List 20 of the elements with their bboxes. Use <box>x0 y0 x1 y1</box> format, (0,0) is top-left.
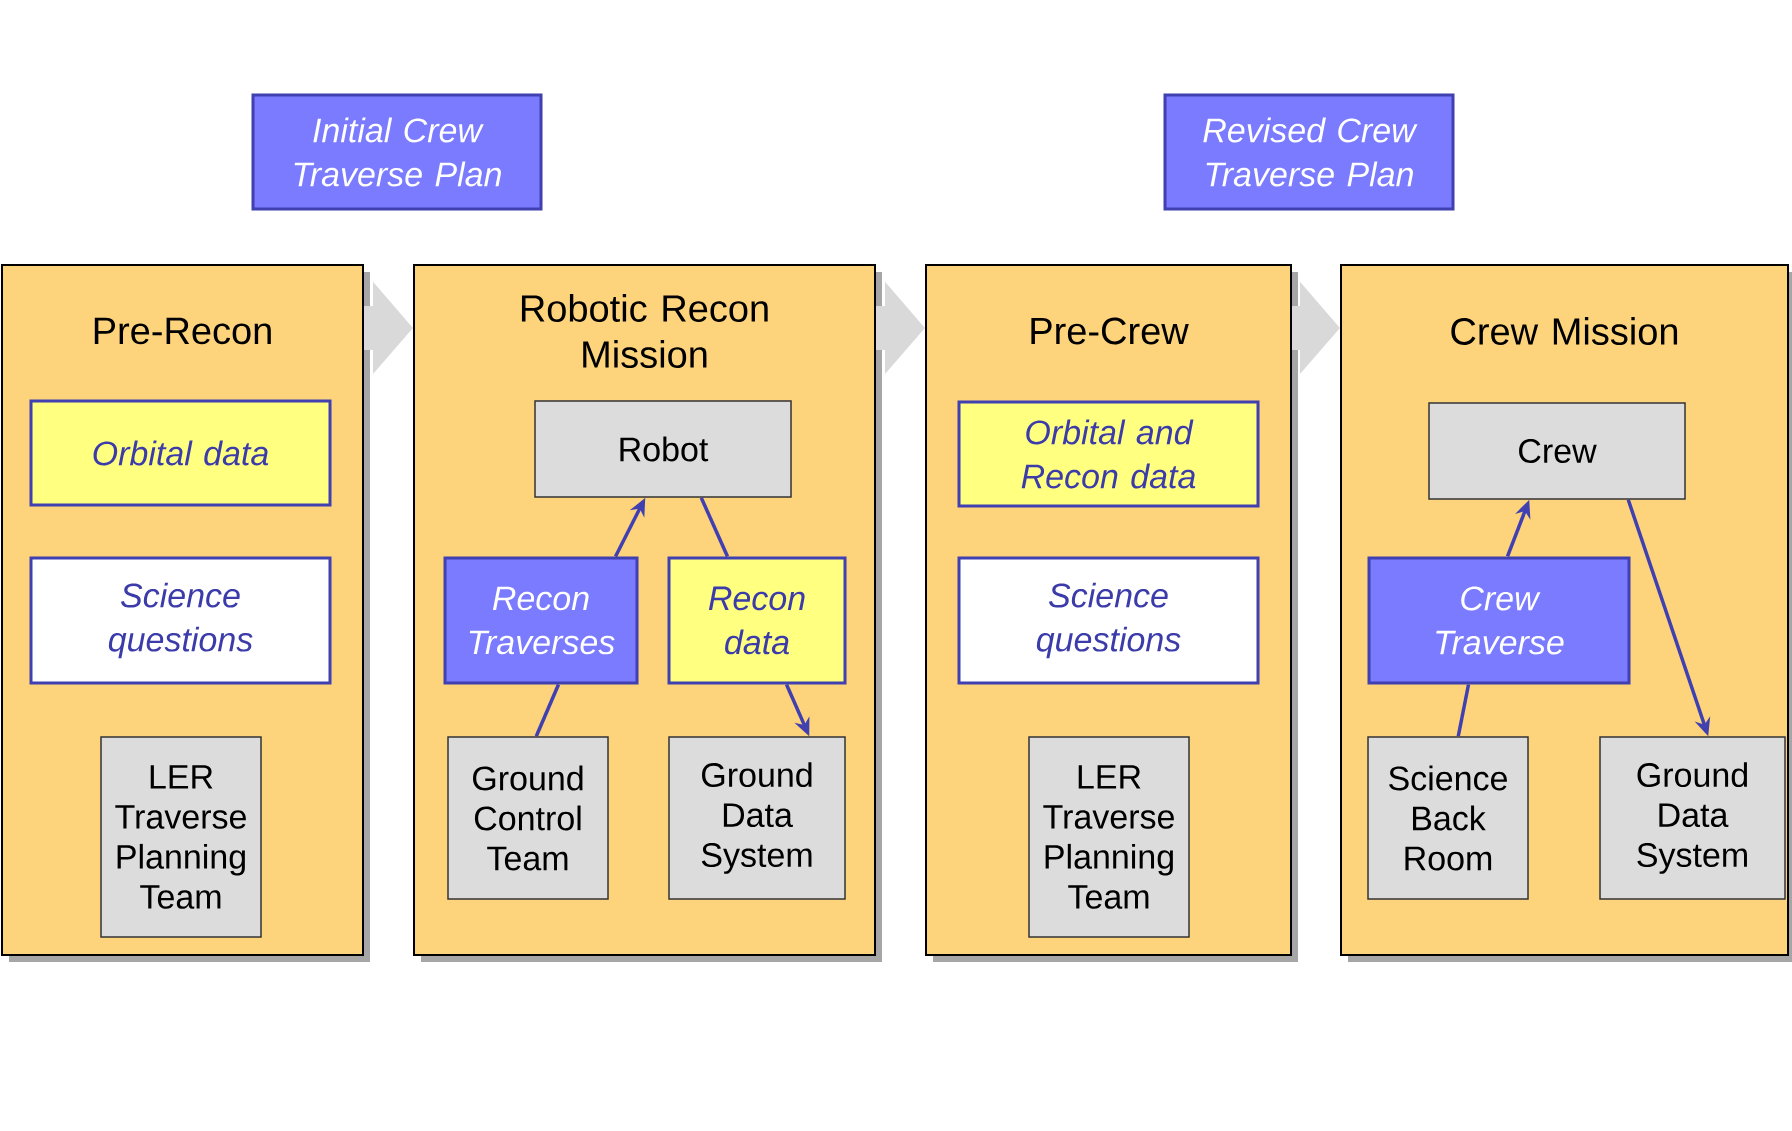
unit-box: Robot <box>534 400 792 498</box>
unit-box: Crew <box>1428 402 1686 500</box>
unit-box: Ground Data System <box>1599 736 1786 900</box>
unit-box: LER Traverse Planning Team <box>1028 736 1190 938</box>
connector-line <box>1456 684 1471 737</box>
plan-box: Revised Crew Traverse Plan <box>1163 93 1455 211</box>
traverse-box: Crew Traverse <box>1367 556 1631 685</box>
data-box: Orbital data <box>29 399 332 507</box>
unit-box: Science Back Room <box>1367 736 1529 900</box>
unit-box: LER Traverse Planning Team <box>100 736 262 938</box>
unit-box: Ground Control Team <box>447 736 609 900</box>
question-box: Science questions <box>29 556 332 685</box>
data-box: Orbital and Recon data <box>957 400 1260 508</box>
traverse-box: Recon Traverses <box>443 556 639 685</box>
data-box: Recon data <box>667 556 847 685</box>
connector-line <box>699 497 730 558</box>
plan-box: Initial Crew Traverse Plan <box>251 93 543 211</box>
connector-line <box>534 683 561 737</box>
question-box: Science questions <box>957 556 1260 685</box>
unit-box: Ground Data System <box>668 736 846 900</box>
